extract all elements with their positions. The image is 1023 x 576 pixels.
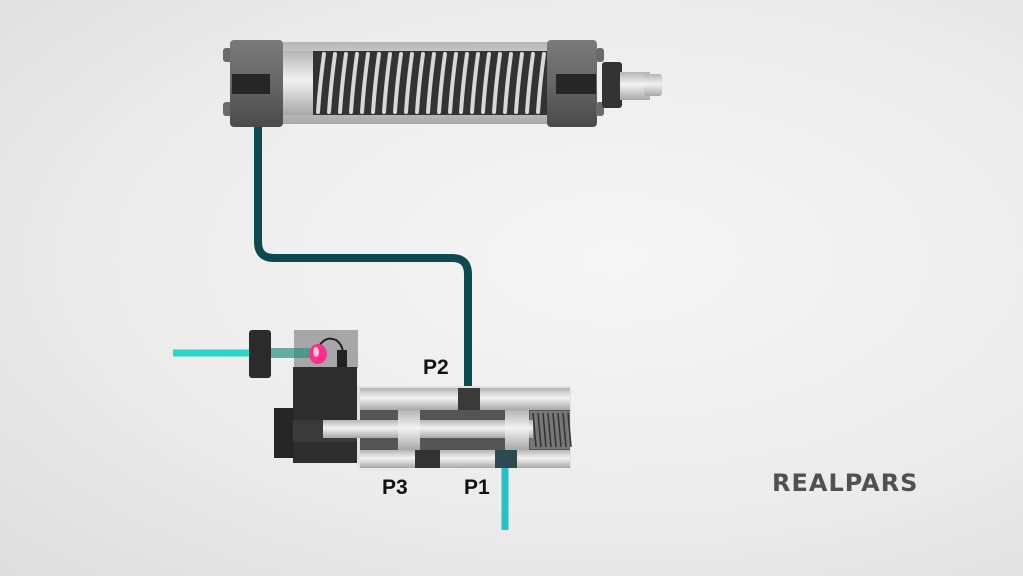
- port-label-p3: P3: [382, 476, 408, 499]
- spool: [323, 420, 533, 438]
- p2-air-line: [254, 125, 472, 390]
- realpars-logo: REALPARS: [772, 469, 919, 497]
- piston: [283, 51, 313, 115]
- spring: [316, 52, 546, 114]
- port-label-p2: P2: [423, 356, 449, 379]
- valve-body: [323, 386, 572, 468]
- plug-nut: [249, 330, 271, 378]
- rod-gland: [602, 62, 622, 108]
- solenoid-coil: [293, 367, 357, 463]
- port-label-p1: P1: [464, 476, 490, 499]
- pneumatic-cylinder: [223, 40, 662, 127]
